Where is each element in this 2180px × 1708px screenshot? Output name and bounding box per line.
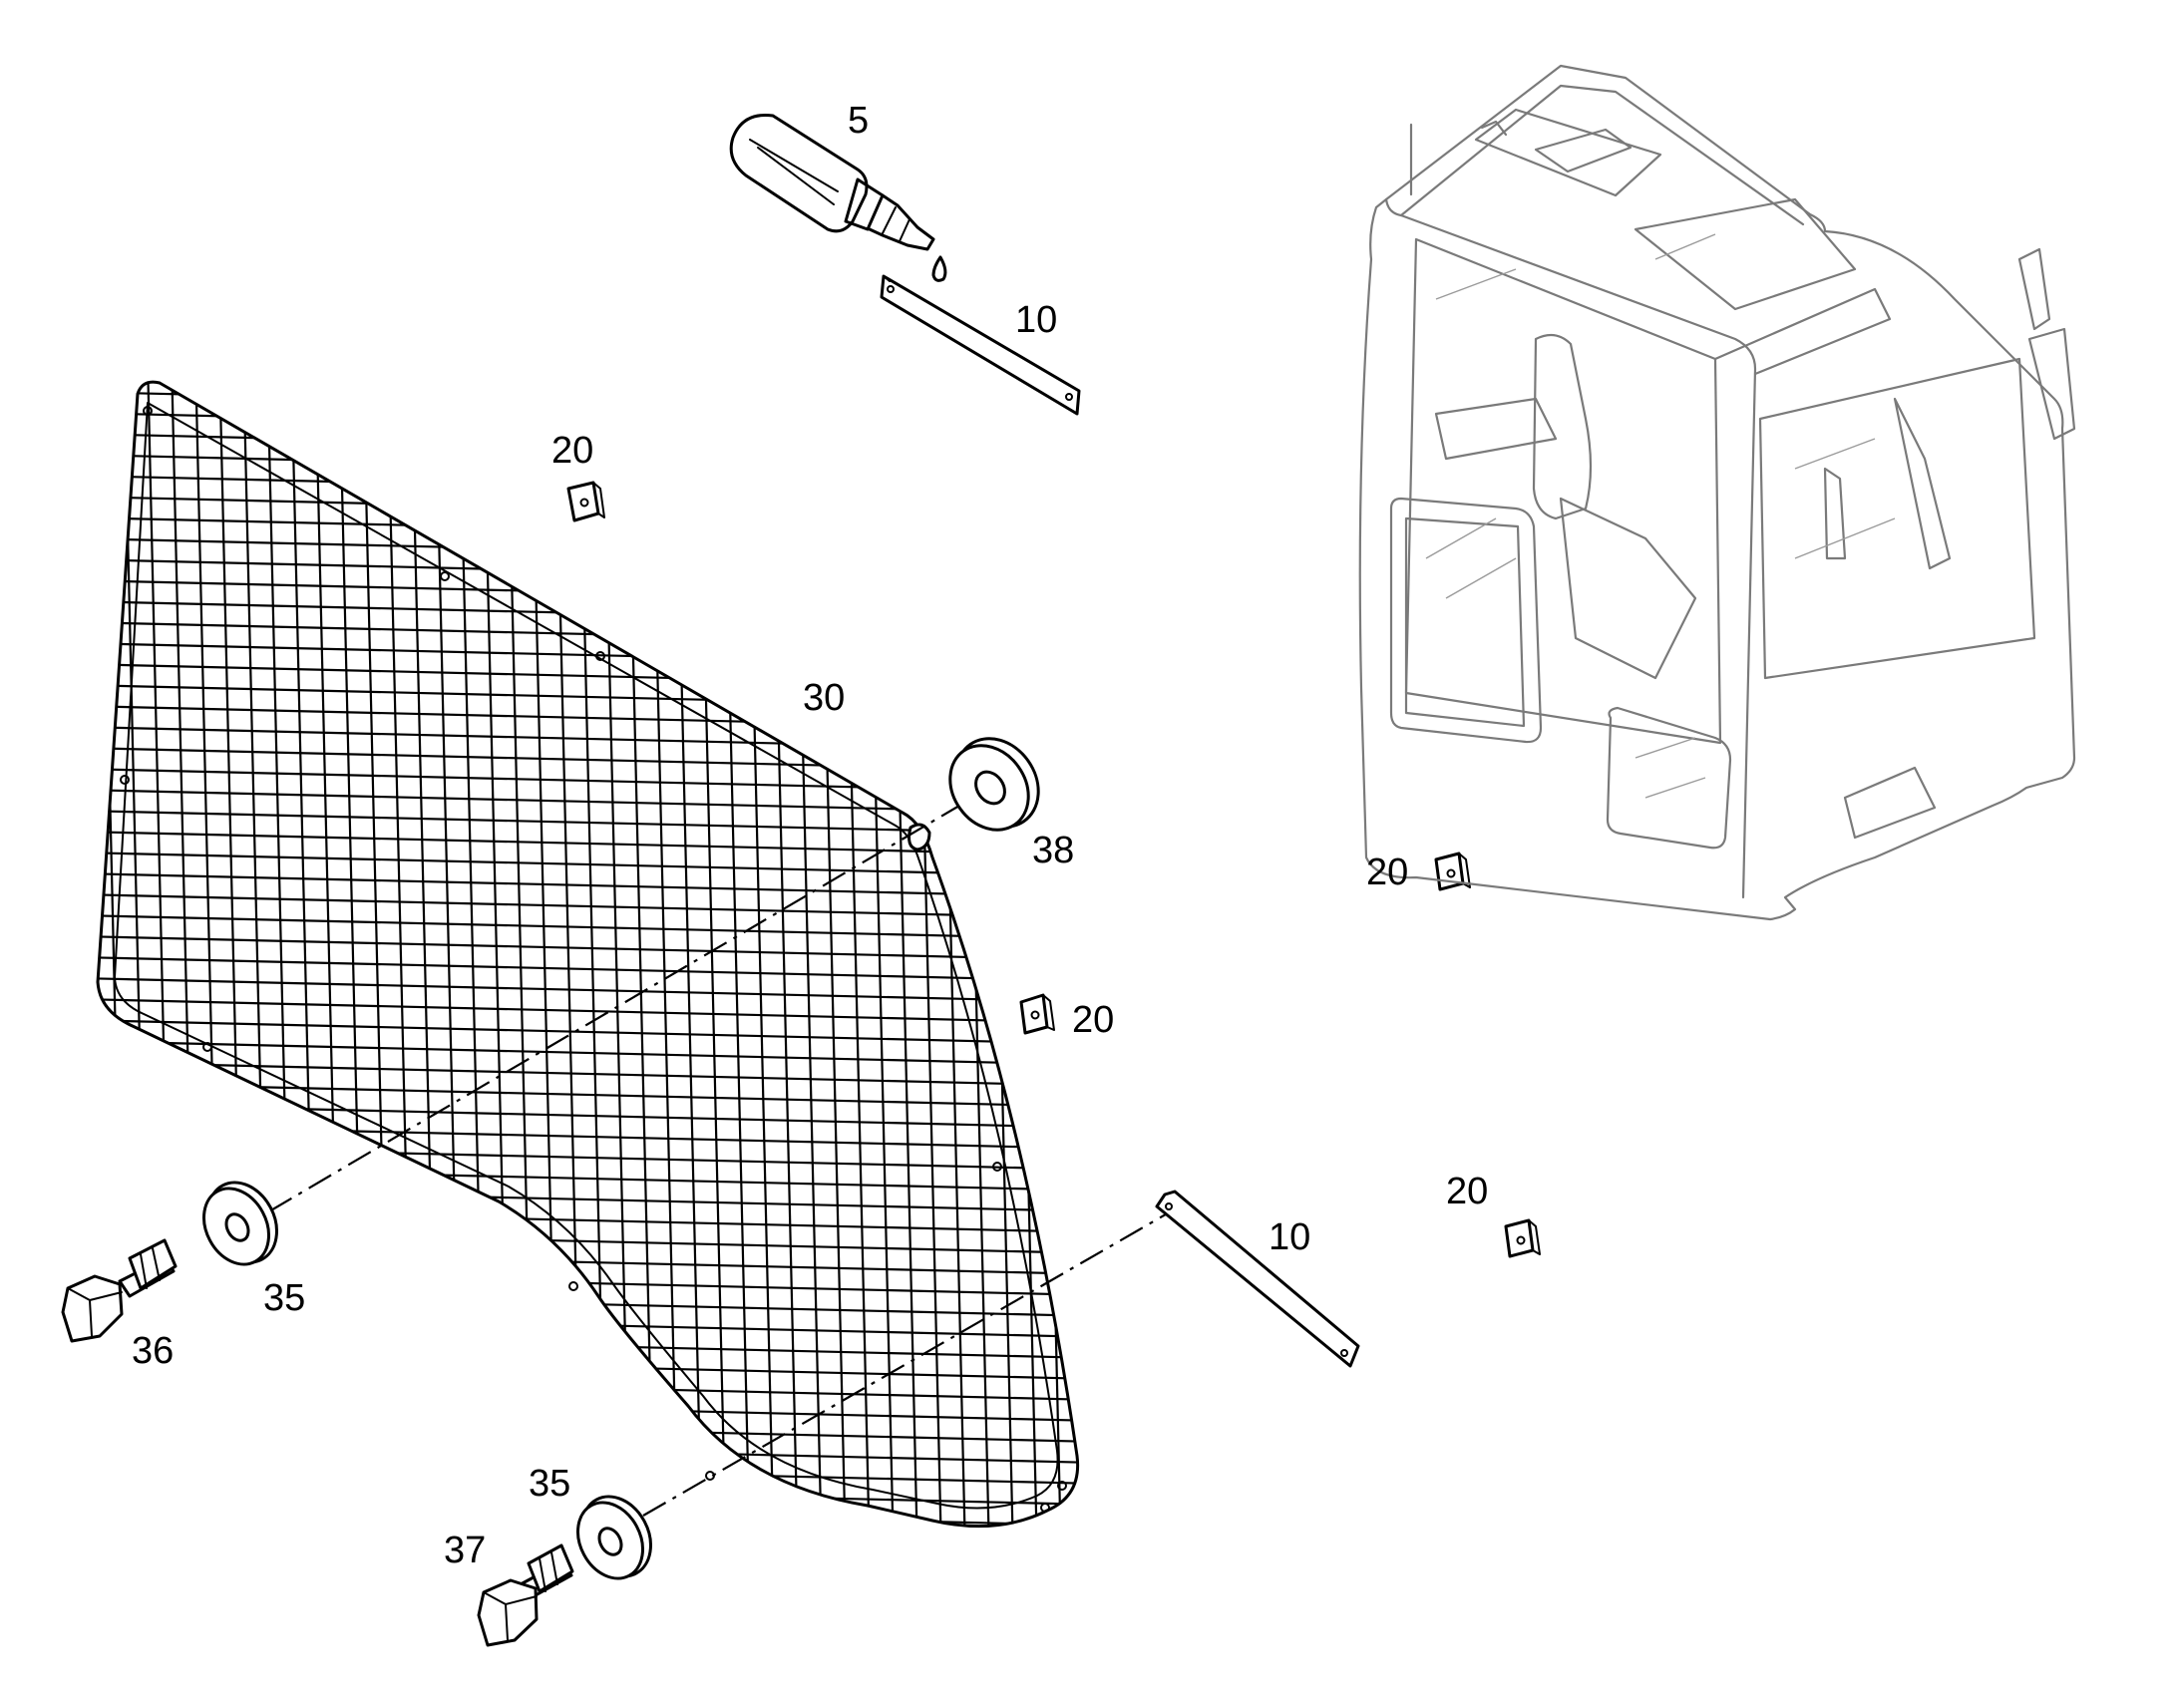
washer-bottom [576, 1495, 652, 1580]
sealant-tube-icon [729, 113, 947, 282]
callout-clip-a: 20 [551, 430, 593, 472]
grid-guard [96, 380, 1080, 1529]
hex-bolt-bottom-icon [477, 1543, 574, 1647]
callout-clip-b: 20 [1366, 852, 1408, 893]
callout-strip-bottom: 10 [1269, 1216, 1310, 1258]
cab-illustration [1358, 64, 2076, 921]
hex-bolt-left-icon [61, 1238, 178, 1343]
clip-nut-c [1019, 993, 1055, 1035]
callout-grid-guard: 30 [803, 677, 845, 719]
washer-left [202, 1181, 278, 1266]
callout-clip-c: 20 [1072, 999, 1114, 1041]
callout-sealant: 5 [848, 100, 869, 142]
washer-top [948, 737, 1040, 832]
callout-washer-left: 35 [263, 1277, 305, 1319]
callout-bolt-bottom: 37 [444, 1530, 486, 1571]
callout-bolt-left: 36 [132, 1330, 174, 1372]
clip-nut-a [566, 481, 605, 522]
callout-strip-top: 10 [1015, 299, 1057, 341]
callout-labels: 5 10 20 30 38 20 20 20 10 35 36 35 37 [132, 100, 1488, 1571]
callout-clip-d: 20 [1446, 1171, 1488, 1212]
assembly-axis-lines [268, 805, 1172, 1517]
seal-strip-top [880, 274, 1081, 416]
seal-strip-bottom [1155, 1190, 1360, 1368]
clip-nut-d [1504, 1218, 1541, 1258]
callout-washer-top: 38 [1032, 830, 1074, 871]
callout-washer-bottom: 35 [529, 1463, 570, 1505]
